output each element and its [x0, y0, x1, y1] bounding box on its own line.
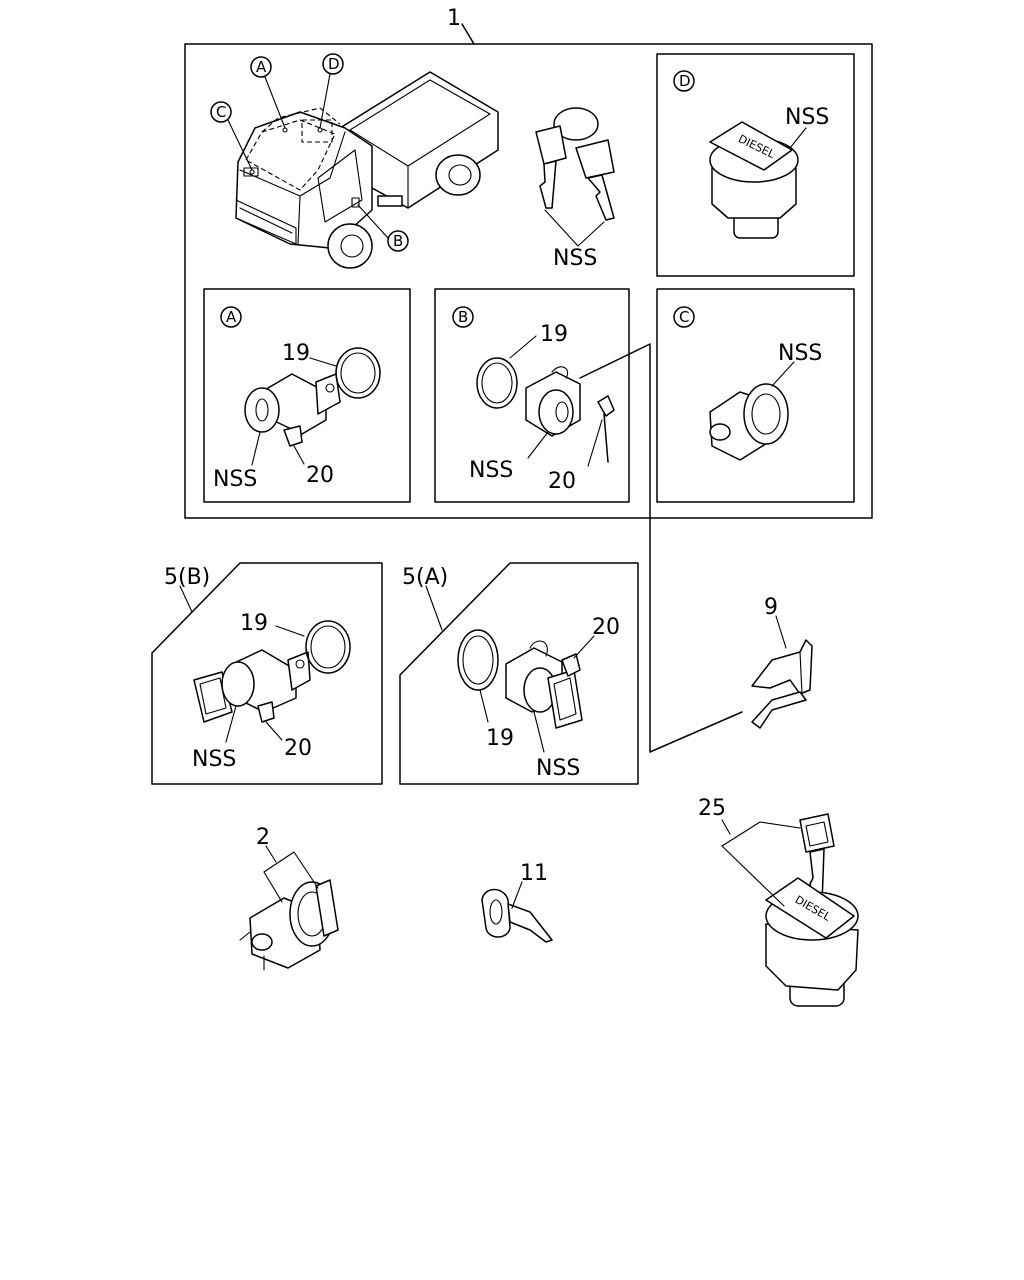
callout-c-top — [210, 101, 232, 123]
key-pair-illustration — [535, 107, 615, 221]
svg-text:C: C — [216, 103, 226, 121]
label-nss-5a: NSS — [536, 756, 580, 781]
label-lever: 9 — [764, 595, 778, 620]
svg-text:D: D — [328, 55, 340, 73]
seal-ring-5a — [457, 629, 499, 691]
label-clip-5b: 20 — [284, 736, 312, 761]
truck-illustration — [235, 71, 499, 269]
label-nss-keys: NSS — [553, 246, 597, 271]
label-nss-5b: NSS — [192, 747, 236, 772]
label-key-blank: 11 — [520, 861, 548, 886]
callout-a — [220, 306, 242, 328]
svg-text:A: A — [226, 308, 237, 326]
svg-text:C: C — [679, 308, 689, 326]
label-nss-a: NSS — [213, 467, 257, 492]
key-blank-11 — [481, 888, 553, 943]
lever-part-9 — [751, 639, 813, 729]
label-assembly: 1 — [447, 6, 461, 31]
callout-b — [452, 306, 474, 328]
lock-cylinder-c — [709, 383, 789, 461]
label-ring-5a: 19 — [486, 726, 514, 751]
label-door-lock-a: 5(A) — [402, 565, 448, 590]
assembly-frame — [184, 43, 873, 519]
seal-ring-5b — [305, 620, 351, 674]
frame-b — [434, 288, 630, 503]
lock-cylinder-2 — [239, 879, 339, 971]
label-ring-a: 19 — [282, 341, 310, 366]
callout-c — [673, 306, 695, 328]
label-door-lock-b: 5(B) — [164, 565, 210, 590]
frame-c — [656, 288, 855, 503]
seal-ring-a — [335, 347, 381, 399]
leader-to-lever — [579, 343, 743, 753]
label-nss-b: NSS — [469, 458, 513, 483]
frame-door-lock-b — [151, 562, 383, 785]
label-cylinder-only: 2 — [256, 825, 270, 850]
label-nss-cap: NSS — [785, 105, 829, 130]
fuel-cap-d: DIESEL — [709, 121, 799, 239]
label-clip-5a: 20 — [592, 615, 620, 640]
lock-with-key-b — [193, 649, 311, 723]
label-fuel-cap-kit: 25 — [698, 796, 726, 821]
label-ring-b: 19 — [540, 322, 568, 347]
lock-cylinder-a — [244, 373, 341, 447]
lock-with-key-a — [505, 640, 583, 729]
callout-d-top — [322, 53, 344, 75]
svg-text:B: B — [393, 232, 403, 250]
lock-cylinder-b — [525, 366, 615, 463]
svg-text:B: B — [458, 308, 468, 326]
label-clip-a: 20 — [306, 463, 334, 488]
label-ring-5b: 19 — [240, 611, 268, 636]
svg-text:A: A — [256, 58, 267, 76]
frame-door-lock-a — [399, 562, 639, 785]
callout-d — [673, 70, 695, 92]
svg-text:D: D — [679, 72, 691, 90]
seal-ring-b — [476, 357, 518, 409]
label-clip-b: 20 — [548, 469, 576, 494]
callout-b-top — [387, 230, 409, 252]
frame-d — [656, 53, 855, 277]
label-nss-c: NSS — [778, 341, 822, 366]
fuel-cap-kit-25: DIESEL — [765, 813, 859, 1007]
callout-a-top — [250, 56, 272, 78]
frame-a — [203, 288, 411, 503]
